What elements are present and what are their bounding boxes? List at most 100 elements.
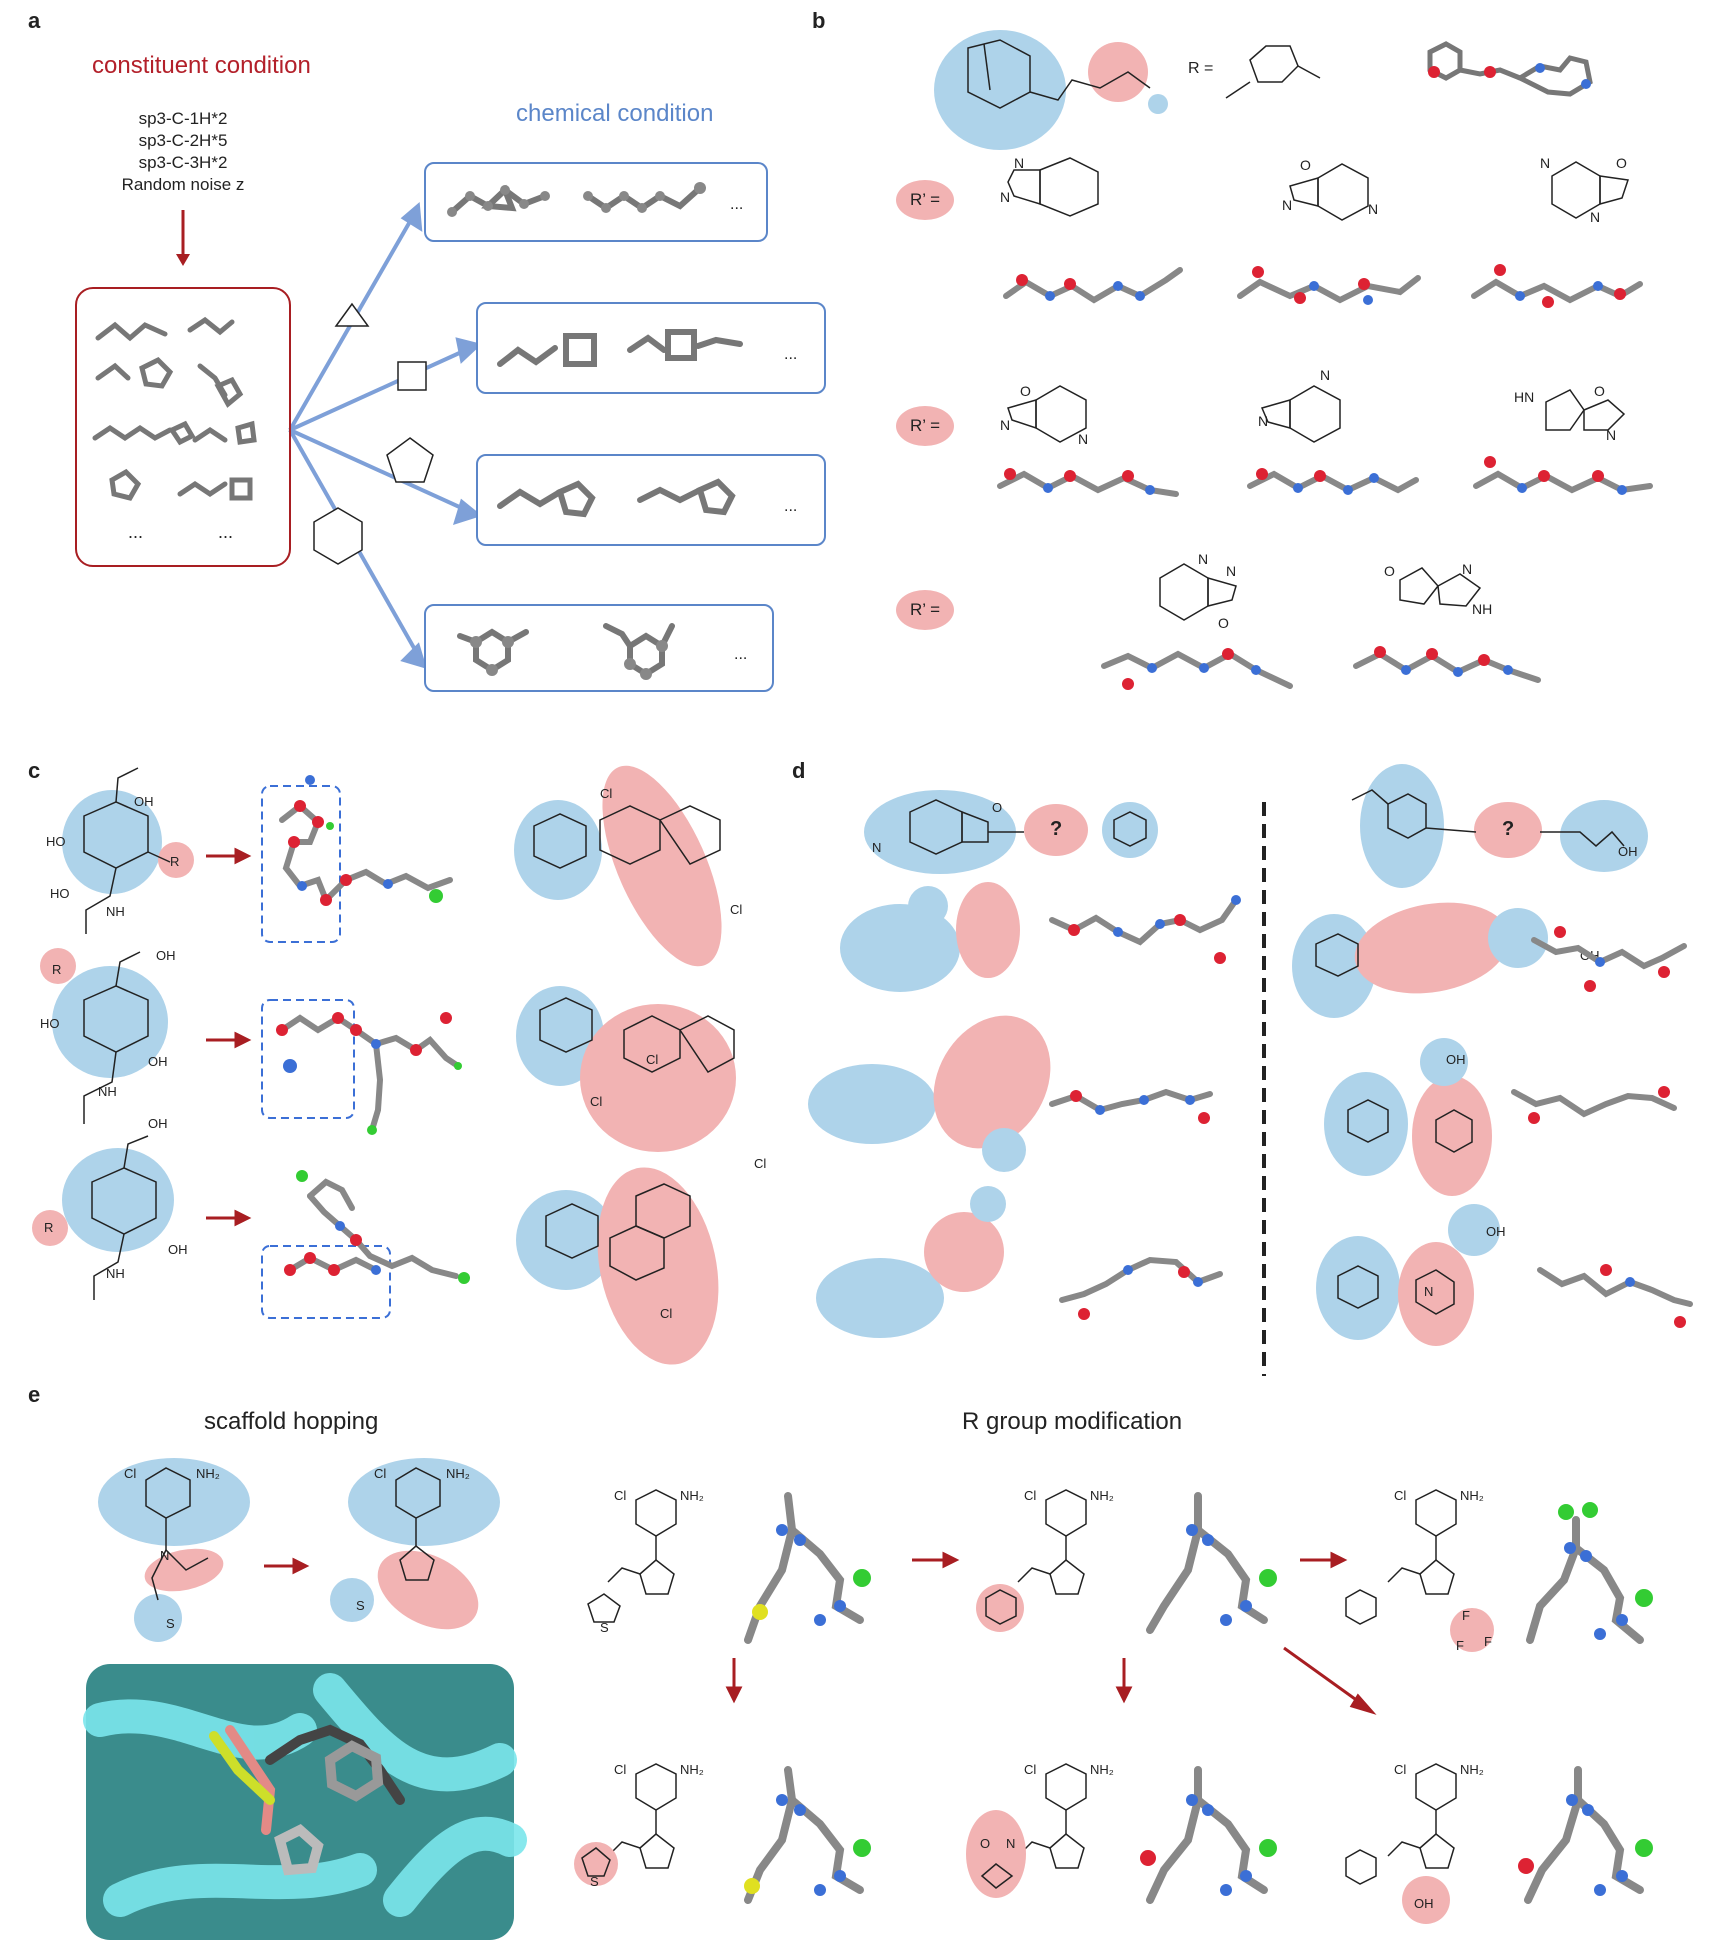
unknown-linker-symbol: ?	[1502, 818, 1515, 840]
atom-label: NH₂	[1090, 1762, 1114, 1777]
r-prime-label: R’ =	[896, 406, 954, 446]
atom-label: Cl	[1394, 1488, 1406, 1503]
atom-label: OH	[1486, 1224, 1506, 1239]
ellipsis: ...	[730, 196, 744, 213]
atom-label: Cl	[374, 1466, 386, 1481]
ellipsis: ...	[784, 346, 798, 363]
atom-label: OH	[148, 1054, 168, 1069]
atom-label: Cl	[754, 1156, 766, 1171]
unknown-linker-symbol: ?	[1050, 818, 1063, 840]
constituent-item: sp3-C-1H*2	[138, 109, 228, 128]
atom-label: N	[1606, 427, 1616, 443]
r-group-label: R =	[1188, 60, 1214, 77]
atom-label: N	[160, 1548, 169, 1563]
r-prime-label: R’ =	[896, 590, 954, 630]
ellipsis: ...	[128, 522, 144, 542]
atom-label: O	[1616, 155, 1627, 171]
ellipsis: ...	[784, 498, 798, 515]
scaffold-hopping-title: scaffold hopping	[204, 1408, 379, 1435]
r-prime-text: R’ =	[909, 600, 941, 619]
ellipsis: ...	[218, 522, 234, 542]
molecule-cluster	[92, 316, 257, 501]
r-prime-text: R’ =	[909, 190, 941, 209]
atom-label: N	[1000, 417, 1010, 433]
atom-label: O	[1384, 563, 1395, 579]
atom-label: Cl	[614, 1488, 626, 1503]
triangle-icon	[334, 302, 370, 327]
square-icon	[397, 361, 427, 391]
atom-label: Cl	[660, 1306, 672, 1321]
atom-label: NH	[1472, 601, 1492, 617]
atom-label: O	[1594, 383, 1605, 399]
atom-label: NH₂	[1460, 1762, 1484, 1777]
atom-label: Cl	[730, 902, 742, 917]
atom-label: Cl	[124, 1466, 136, 1481]
panel-label-a: a	[28, 8, 41, 33]
atom-label: NH₂	[1460, 1488, 1484, 1503]
atom-label: Cl	[1394, 1762, 1406, 1777]
atom-label: F	[1484, 1634, 1492, 1649]
atom-label: NH	[106, 904, 125, 919]
atom-label: S	[166, 1616, 175, 1631]
atom-label: HN	[1514, 389, 1534, 405]
atom-label: OH	[1618, 844, 1638, 859]
atom-label: O	[992, 800, 1002, 815]
atom-label: S	[356, 1598, 365, 1613]
atom-label: NH	[98, 1084, 117, 1099]
condition-box-square	[476, 302, 826, 394]
chemical-condition-title: chemical condition	[516, 100, 714, 127]
constituent-condition-title: constituent condition	[92, 52, 311, 79]
atom-label: N	[1282, 197, 1292, 213]
atom-label: R	[170, 854, 179, 869]
atom-label: Cl	[600, 786, 612, 801]
atom-label: OH	[1414, 1896, 1434, 1911]
constituent-item: sp3-C-3H*2	[138, 153, 228, 172]
atom-label: Cl	[614, 1762, 626, 1777]
atom-label: NH₂	[680, 1762, 704, 1777]
atom-label: N	[1590, 209, 1600, 225]
atom-label: HO	[40, 1016, 60, 1031]
atom-label: F	[1456, 1638, 1464, 1653]
hexagon-icon	[313, 507, 363, 565]
panel-label-c: c	[28, 758, 41, 783]
atom-label: Cl	[590, 1094, 602, 1109]
constituent-list: sp3-C-1H*2 sp3-C-2H*5 sp3-C-3H*2 Random …	[118, 108, 248, 196]
atom-label: Cl	[646, 1052, 658, 1067]
atom-label: Cl	[1024, 1762, 1036, 1777]
atom-label: N	[1014, 155, 1024, 171]
atom-label: N	[1000, 189, 1010, 205]
atom-label: N	[1006, 1836, 1015, 1851]
atom-label: R	[44, 1220, 53, 1235]
atom-label: NH	[106, 1266, 125, 1281]
atom-label: HO	[46, 834, 66, 849]
atom-label: N	[1198, 551, 1208, 567]
atom-label: NH₂	[196, 1466, 220, 1481]
r-group-modification-title: R group modification	[962, 1408, 1183, 1435]
atom-label: F	[1462, 1608, 1470, 1623]
constituent-item: Random noise z	[121, 175, 245, 194]
atom-label: OH	[148, 1116, 168, 1131]
atom-label: N	[1320, 367, 1330, 383]
atom-label: NH₂	[680, 1488, 704, 1503]
atom-label: NH₂	[1090, 1488, 1114, 1503]
atom-label: S	[590, 1874, 599, 1889]
constituent-samples-box	[75, 287, 291, 567]
atom-label: N	[1424, 1284, 1433, 1299]
atom-label: O	[1300, 157, 1311, 173]
panel-label-e: e	[28, 1382, 41, 1407]
atom-label: R	[52, 962, 61, 977]
atom-label: N	[1368, 201, 1378, 217]
ellipsis: ...	[734, 646, 748, 663]
panel-label-d: d	[792, 758, 806, 783]
atom-label: N	[872, 840, 881, 855]
atom-label: OH	[1446, 1052, 1466, 1067]
atom-label: N	[1226, 563, 1236, 579]
atom-label: O	[1020, 383, 1031, 399]
condition-box-hexagon	[424, 604, 774, 692]
